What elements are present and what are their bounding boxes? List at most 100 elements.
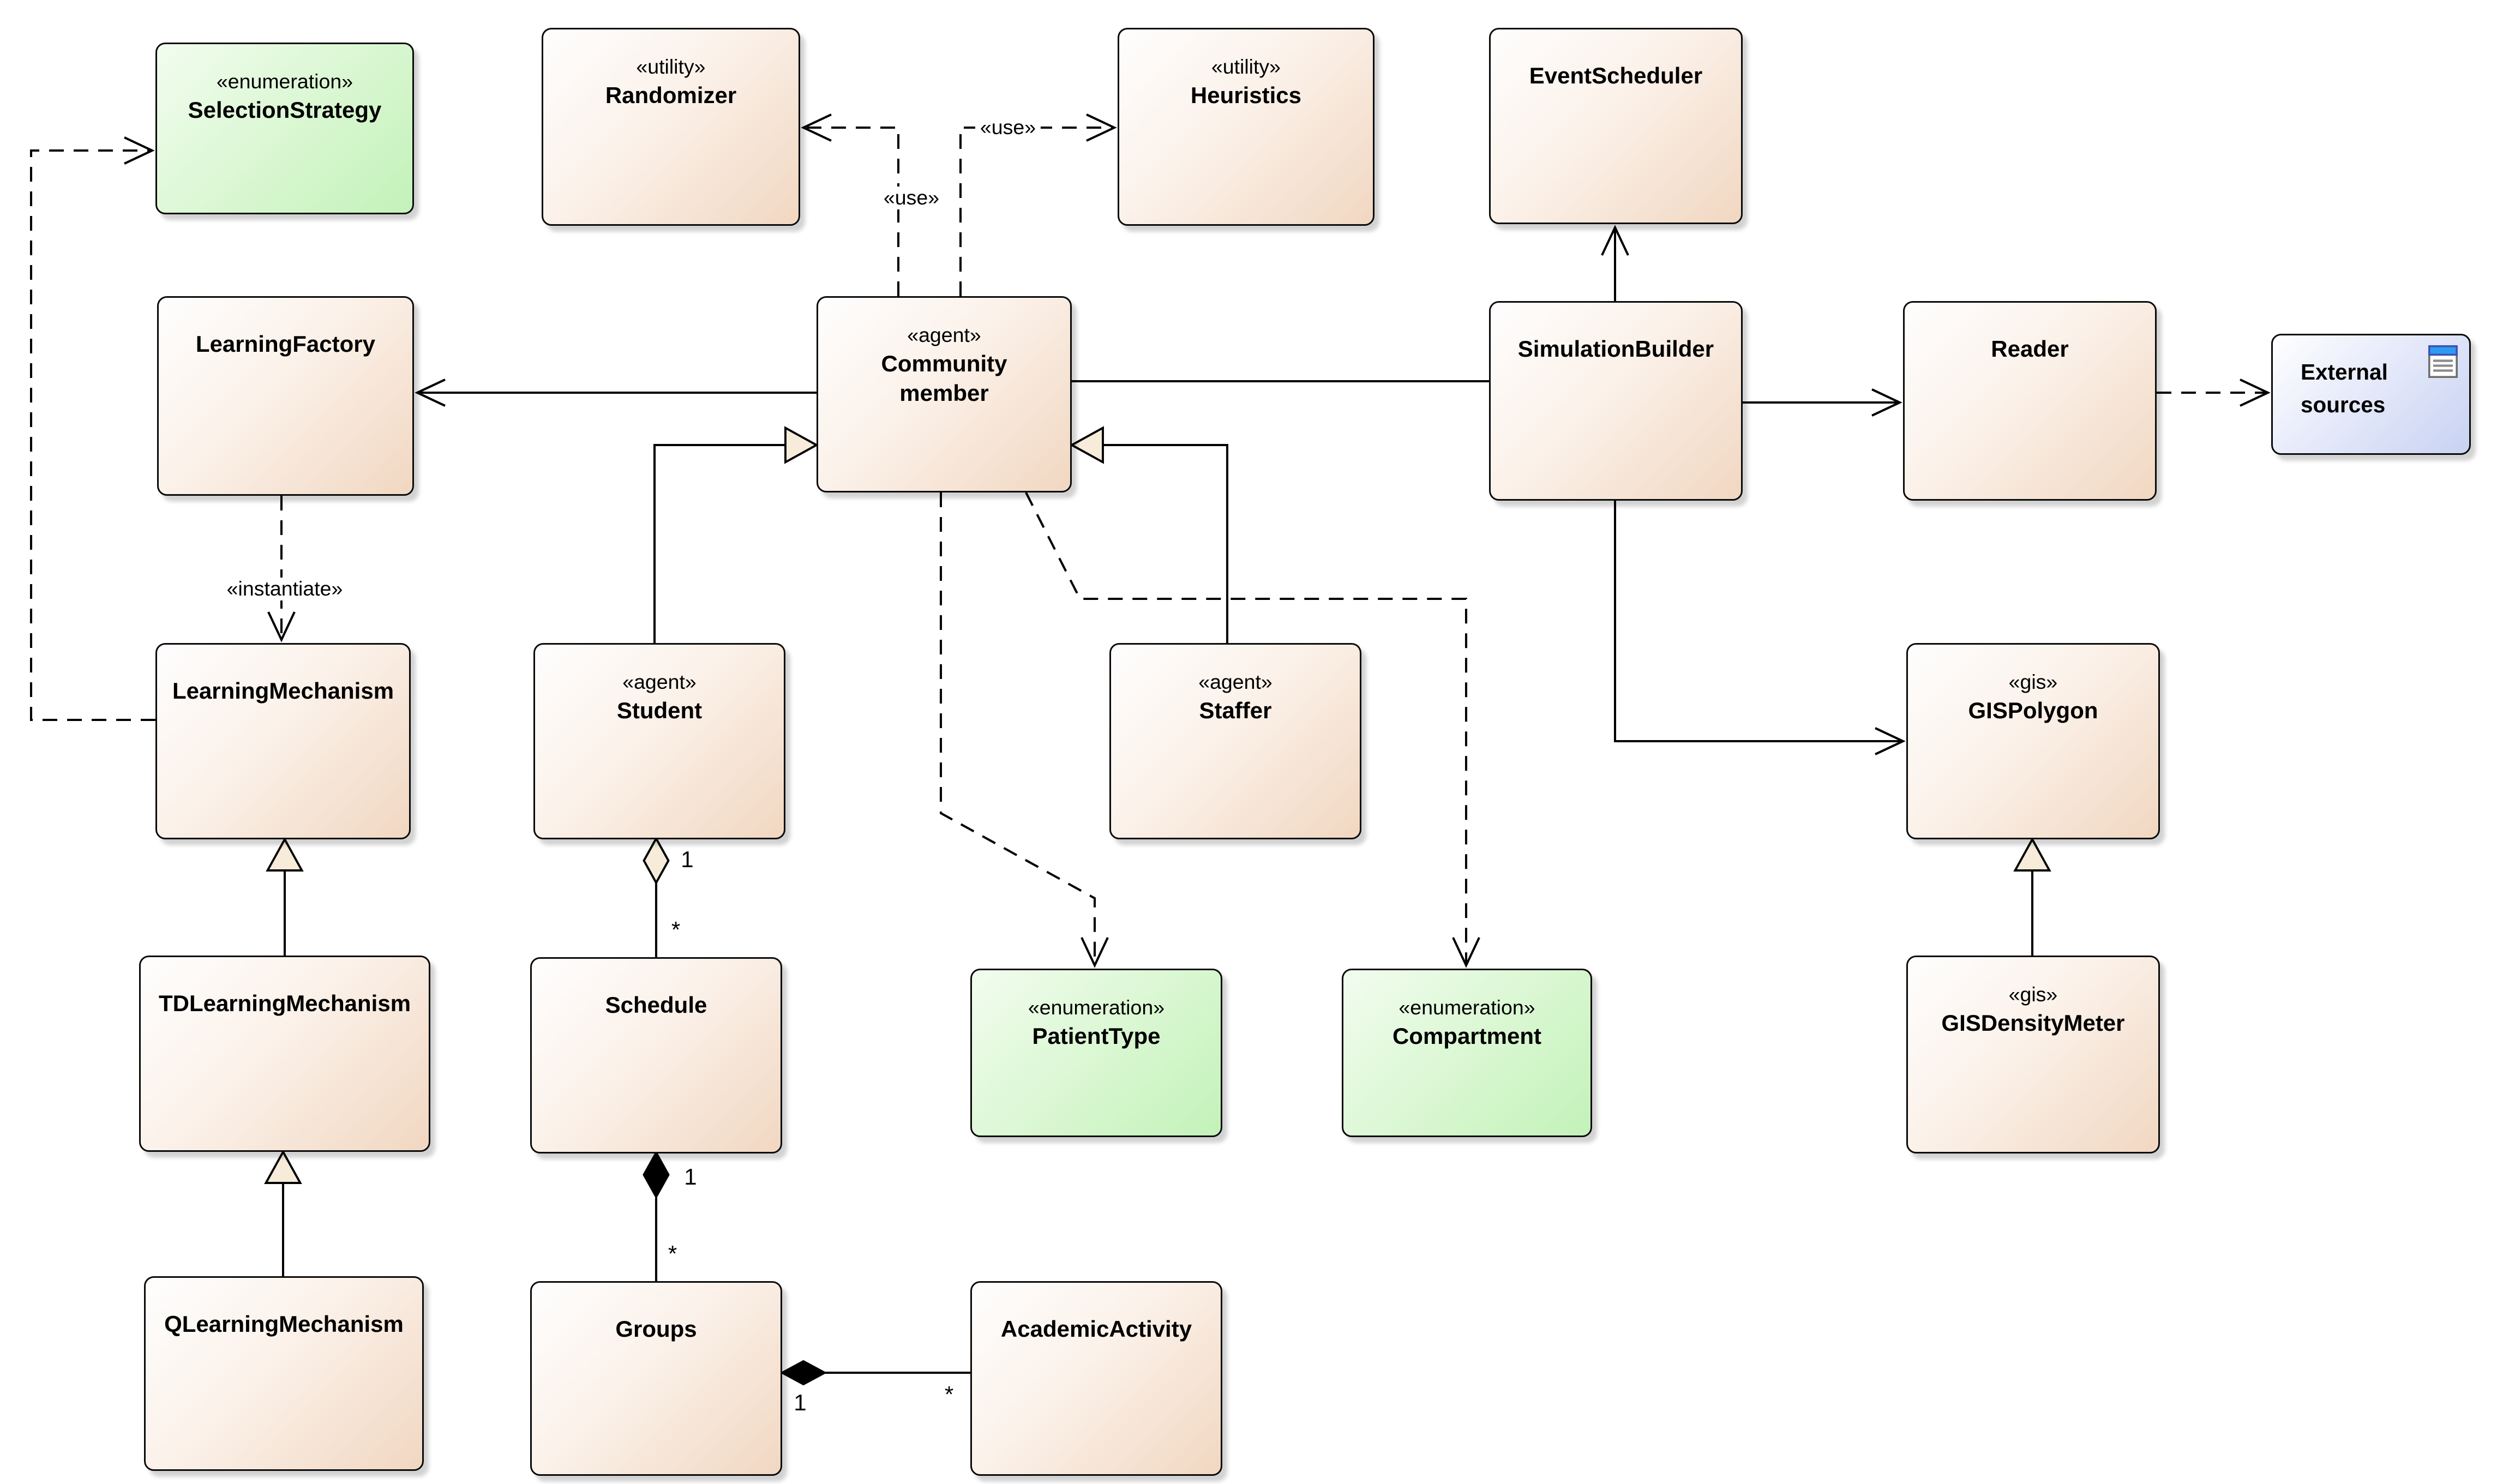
class-name-line: EventScheduler — [1529, 62, 1703, 88]
diamond-schedule-groups-icon — [643, 1150, 670, 1199]
edge-dep-reader-externalsources — [2157, 378, 2271, 407]
stereotype-label: «enumeration» — [1398, 996, 1535, 1019]
edge-gen-tdlearningmechanism-learningmechanism — [266, 837, 304, 956]
use-label-heuristics: «use» — [975, 116, 1041, 139]
class-name: Student — [535, 695, 784, 725]
edge-assoc-simulationbuilder-eventscheduler — [1601, 225, 1629, 301]
class-name-line: Staffer — [1199, 697, 1272, 723]
class-name: EventScheduler — [1491, 29, 1741, 90]
class-box-selection-strategy: «enumeration» SelectionStrategy — [155, 43, 414, 214]
generalization-arrow-icon — [264, 1149, 302, 1184]
class-box-schedule: Schedule — [530, 957, 782, 1153]
class-box-learning-mechanism: LearningMechanism — [155, 643, 411, 839]
class-box-randomizer: «utility» Randomizer — [542, 28, 800, 226]
edge-assoc-simulationbuilder-gispolygon — [1613, 501, 1906, 755]
class-box-compartment: «enumeration» Compartment — [1342, 969, 1592, 1137]
class-name-line: LearningMechanism — [172, 677, 394, 704]
class-name: Community member — [818, 349, 1070, 407]
class-box-patient-type: «enumeration»PatientType — [970, 969, 1222, 1137]
class-name: Staffer — [1111, 695, 1360, 725]
class-box-learning-factory: LearningFactory — [157, 296, 414, 496]
class-name-line: Heuristics — [1190, 82, 1302, 108]
open-arrow-icon — [1871, 388, 1902, 417]
class-name-line: sources — [2301, 393, 2386, 417]
edge-dep-learningfactory-learningmechanism-instantiate — [267, 496, 296, 642]
class-name-line: Compartment — [1392, 1023, 1541, 1049]
class-name-line: LearningFactory — [195, 331, 376, 357]
edge-gen-staffer-communitymember — [1069, 426, 1229, 643]
class-name-line: Student — [616, 697, 703, 723]
class-name: SelectionStrategy — [157, 95, 412, 124]
edge-dep-communitymember-randomizer — [801, 113, 900, 296]
class-name-line: SelectionStrategy — [188, 97, 382, 123]
mult-schedule-groups-1: 1 — [684, 1163, 697, 1189]
instantiate-label: «instantiate» — [221, 578, 348, 600]
class-name-line: member — [899, 380, 989, 406]
class-name: Reader — [1905, 303, 2155, 363]
stereotype-label: «gis» — [2008, 671, 2058, 694]
class-name: Compartment — [1343, 1021, 1590, 1050]
class-name: GISDensityMeter — [1908, 1008, 2158, 1037]
mult-student-schedule-1: 1 — [681, 846, 694, 872]
edge-gen-qlearningmechanism-tdlearningmechanism — [264, 1149, 302, 1276]
stereotype-label: «agent» — [907, 324, 981, 347]
stereotype-label: «utility» — [636, 56, 706, 79]
class-name: LearningFactory — [159, 298, 412, 358]
class-box-gis-polygon: «gis» GISPolygon — [1906, 643, 2160, 839]
diamond-student-schedule-icon — [643, 836, 670, 885]
stereotype-label: «gis» — [2008, 983, 2058, 1006]
class-name-line: GISDensityMeter — [1941, 1010, 2125, 1036]
class-box-external-sources: External sources — [2271, 334, 2471, 455]
open-arrow-icon — [1086, 113, 1117, 142]
document-icon — [2428, 345, 2458, 386]
class-name-line: PatientType — [1032, 1023, 1161, 1049]
class-box-gis-density-meter: «gis» GISDensityMeter — [1906, 956, 2160, 1153]
edge-dep-learningmechanism-selectionstrategy — [29, 136, 155, 722]
class-name-line: SimulationBuilder — [1517, 335, 1714, 362]
generalization-arrow-icon — [784, 426, 819, 464]
class-name: Groups — [532, 1283, 781, 1343]
class-box-groups: Groups — [530, 1281, 782, 1476]
class-box-event-scheduler: EventScheduler — [1489, 28, 1743, 224]
edge-dep-communitymember-heuristics — [959, 113, 1117, 296]
class-name-line: Community — [881, 350, 1007, 376]
open-arrow-icon — [415, 378, 446, 407]
open-arrow-icon — [1452, 937, 1480, 968]
class-name: TDLearningMechanism — [141, 957, 429, 1018]
class-name-line: GISPolygon — [1968, 697, 2098, 723]
stereotype-label: «enumeration» — [216, 70, 353, 93]
class-name-line: Reader — [1991, 335, 2069, 362]
class-box-community-member: «agent» Community member — [817, 296, 1072, 492]
generalization-arrow-icon — [2013, 837, 2051, 872]
mult-schedule-groups-many: * — [668, 1240, 677, 1266]
open-arrow-icon — [267, 611, 296, 642]
mult-groups-academic-1: 1 — [794, 1389, 807, 1415]
diamond-groups-academicactivity-icon — [779, 1360, 827, 1386]
generalization-arrow-icon — [1069, 426, 1104, 464]
class-name: SimulationBuilder — [1491, 303, 1741, 363]
edge-gen-student-communitymember — [653, 426, 819, 643]
stereotype-label: «utility» — [1211, 56, 1281, 79]
open-arrow-icon — [801, 113, 832, 142]
class-name-line: QLearningMechanism — [164, 1311, 404, 1337]
open-arrow-icon — [1875, 727, 1906, 755]
class-name: Randomizer — [543, 80, 799, 110]
class-box-td-learning-mechanism: TDLearningMechanism — [139, 956, 430, 1152]
generalization-arrow-icon — [266, 837, 304, 872]
class-box-staffer: «agent» Staffer — [1109, 643, 1361, 839]
class-name-line: External — [2301, 360, 2388, 384]
class-box-q-learning-mechanism: QLearningMechanism — [144, 1276, 424, 1471]
use-label-randomizer: «use» — [878, 187, 945, 209]
mult-groups-academic-many: * — [944, 1381, 954, 1407]
class-box-student: «agent»Student — [533, 643, 785, 839]
open-arrow-icon — [1601, 225, 1629, 256]
class-name: PatientType — [972, 1021, 1221, 1050]
stereotype-label: «agent» — [1198, 671, 1272, 694]
class-name: Heuristics — [1119, 80, 1373, 110]
class-name-line: Groups — [615, 1315, 697, 1342]
class-name: Schedule — [532, 959, 781, 1019]
class-name-line: Randomizer — [605, 82, 737, 108]
edge-assoc-communitymember-learningfactory — [415, 378, 817, 407]
